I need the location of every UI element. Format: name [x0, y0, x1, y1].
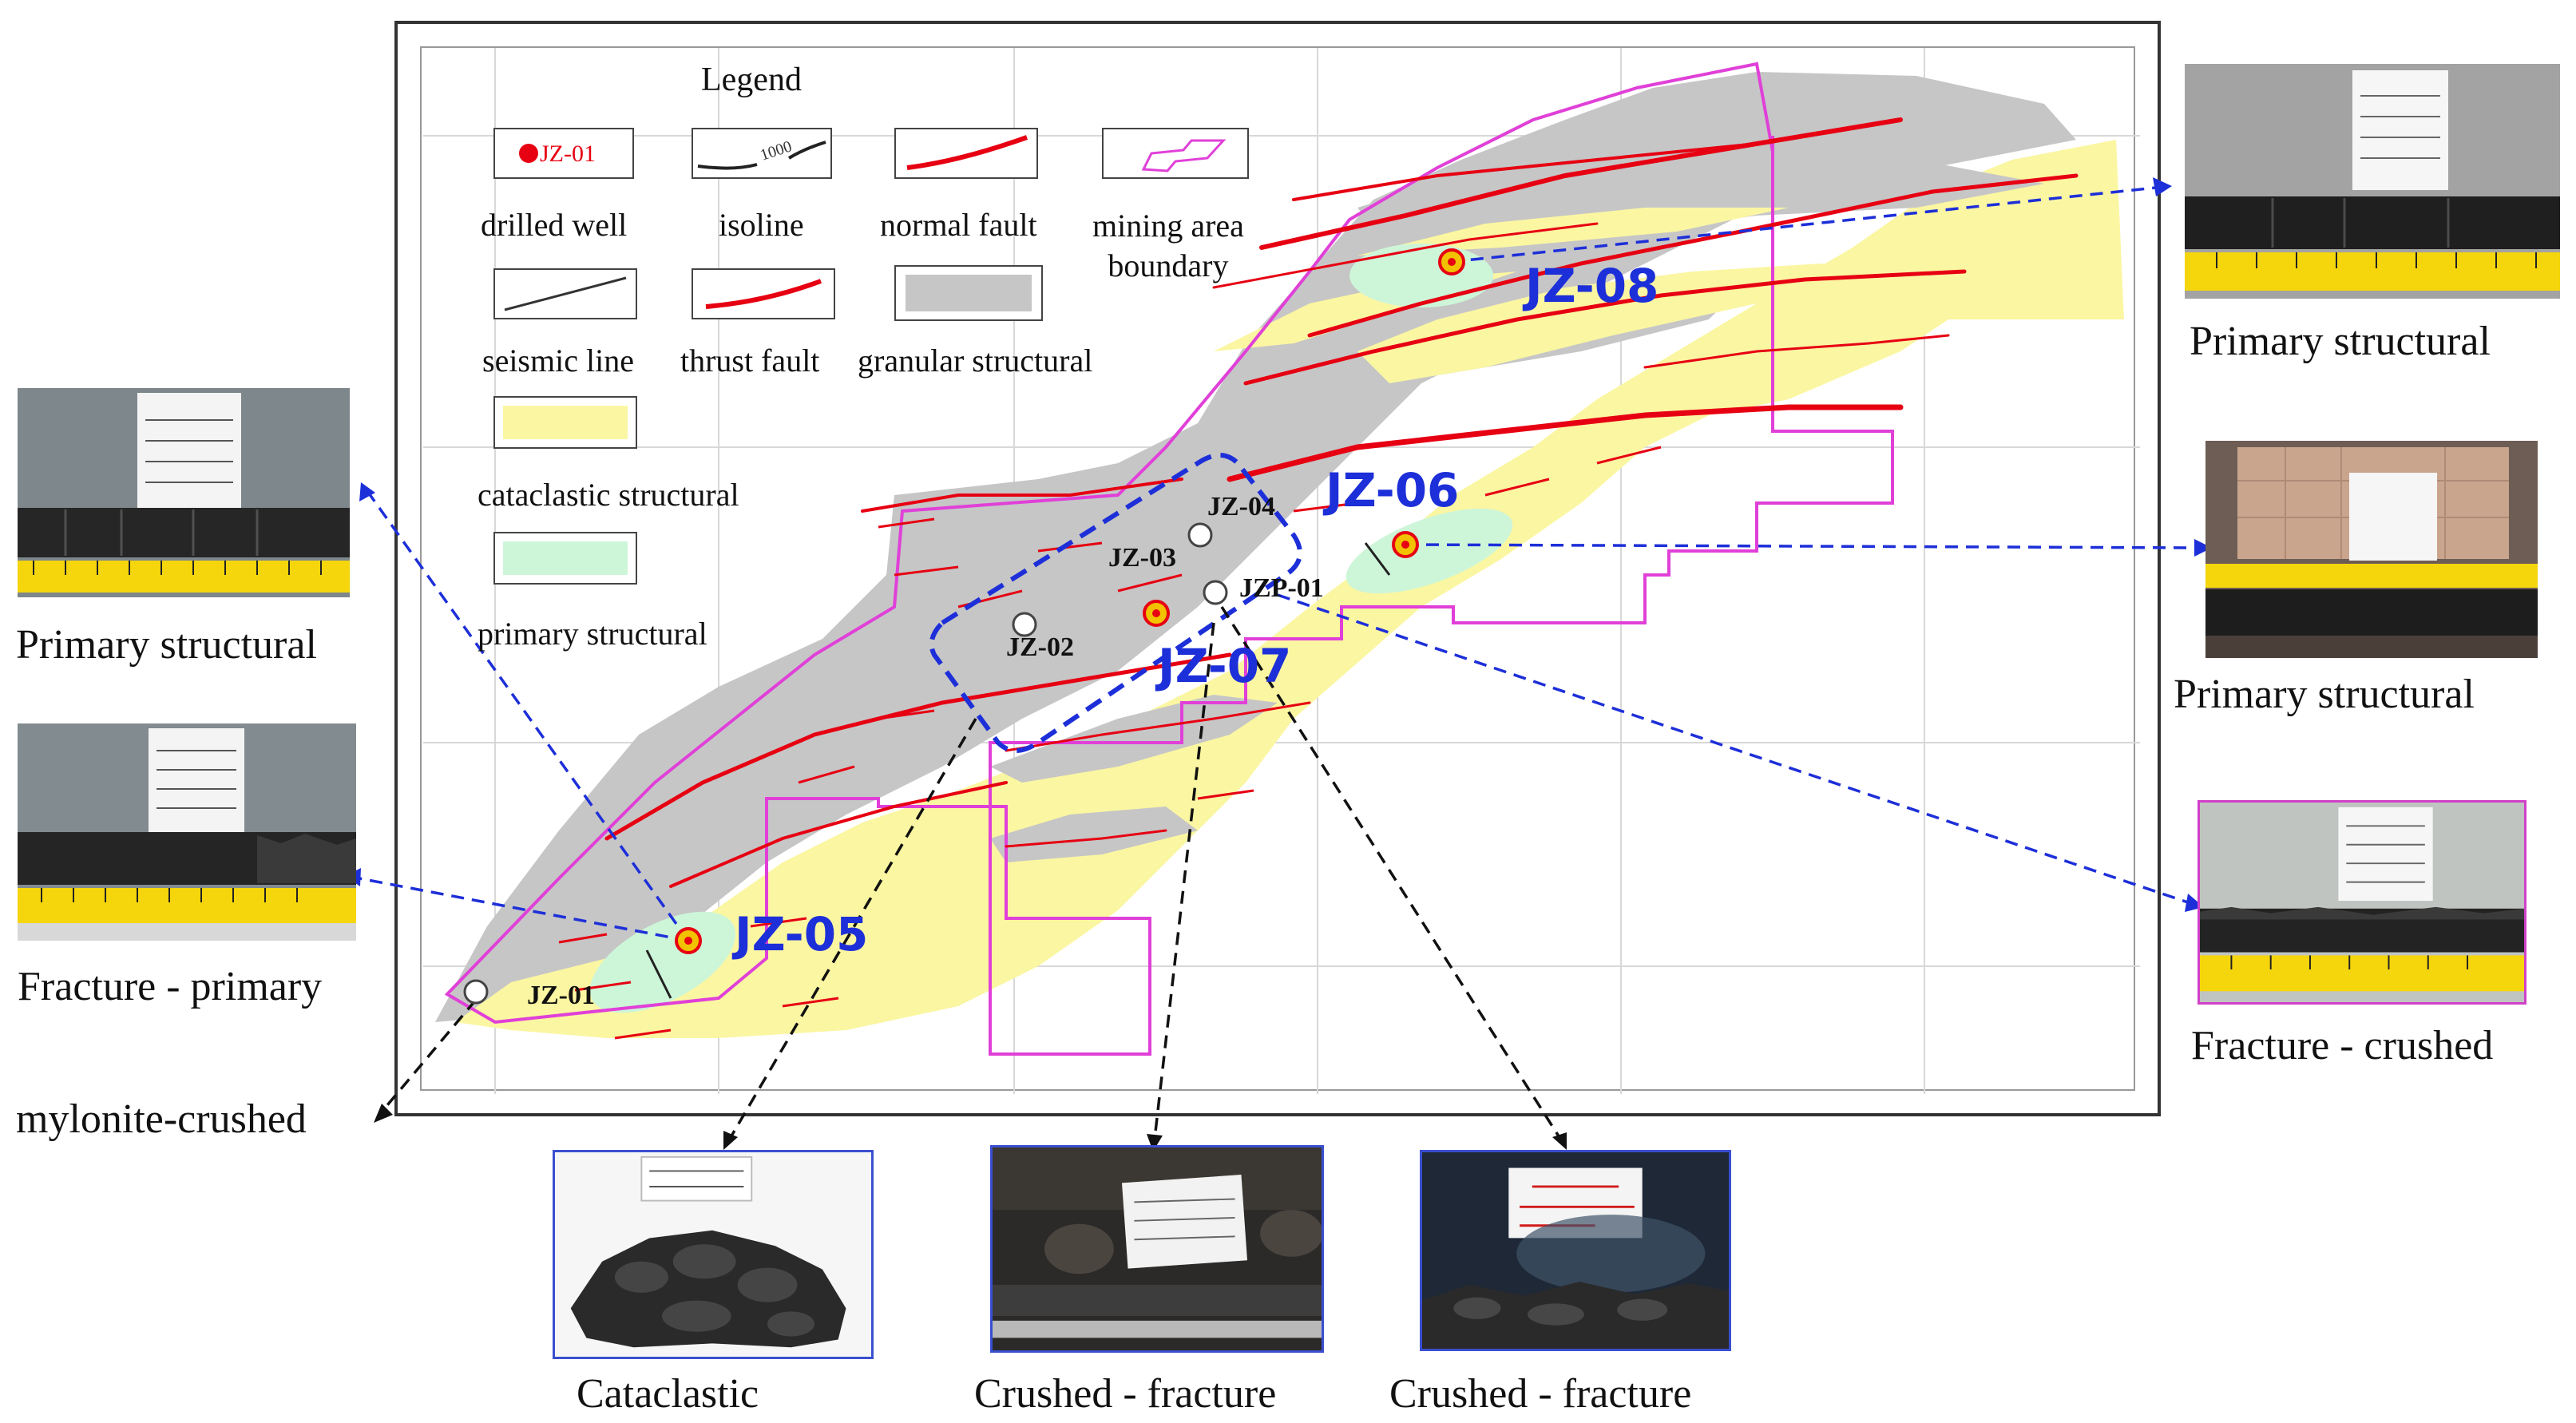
legend-sample-normal-fault — [894, 128, 1038, 179]
legend-sample-drilled-well: JZ-01 — [493, 128, 634, 179]
blue-arrowheads — [345, 177, 2212, 912]
black-connectors — [382, 606, 1562, 1140]
well-label-jzp01: JZP-01 — [1239, 573, 1324, 603]
well-jzp01-marker — [1203, 580, 1228, 605]
legend-title: Legend — [701, 61, 802, 98]
legend-label-normal-fault: normal fault — [880, 207, 1037, 243]
legend-sample-primary — [493, 532, 637, 585]
caption-left-top: Primary structural — [16, 622, 317, 668]
caption-right-top: Primary structural — [2190, 319, 2491, 364]
core-photo-left-top — [18, 388, 350, 597]
well-label-jz05: JZ-05 — [735, 907, 869, 961]
well-jz01-marker — [463, 979, 489, 1005]
legend-sample-thrust-fault — [692, 268, 835, 319]
legend-sample-cataclastic — [493, 396, 637, 449]
core-photo-left-bottom — [18, 723, 356, 941]
legend-label-isoline: isoline — [719, 207, 804, 243]
well-label-jz01: JZ-01 — [527, 981, 595, 1010]
jz07-highlight — [929, 453, 1302, 753]
core-photo-bottom-crushed-1 — [990, 1145, 1324, 1353]
map-inner-frame — [420, 46, 2135, 1091]
core-photo-bottom-crushed-2 — [1420, 1150, 1731, 1351]
drilled-well-icon — [519, 144, 538, 163]
faults — [604, 117, 2079, 888]
legend-label-drilled-well: drilled well — [481, 207, 628, 243]
legend-label-cataclastic: cataclastic structural — [478, 477, 739, 513]
legend-label-thrust-fault: thrust fault — [680, 343, 820, 379]
granular-zone — [435, 72, 2076, 1022]
well-label-jz06: JZ-06 — [1326, 463, 1460, 517]
caption-bottom-cataclastic: Cataclastic — [577, 1371, 759, 1417]
caption-bottom-crushed-2: Crushed - fracture — [1389, 1371, 1692, 1417]
legend-label-mining-boundary: mining area boundary — [1092, 208, 1244, 283]
well-label-jz04: JZ-04 — [1207, 492, 1275, 521]
well-label-jz07: JZ-07 — [1158, 639, 1292, 693]
caption-right-middle: Primary structural — [2174, 672, 2475, 717]
core-photo-bottom-cataclastic — [553, 1150, 874, 1359]
legend-sample-seismic-line — [493, 268, 637, 319]
well-jz02-marker — [1012, 612, 1037, 637]
mining-boundary — [444, 61, 1894, 1056]
legend-sample-mining-boundary — [1102, 128, 1249, 179]
primary-zone-jz08 — [1349, 244, 1493, 307]
caption-left-bottom: Fracture - primary — [18, 964, 323, 1009]
well-label-jz02: JZ-02 — [1006, 632, 1074, 662]
core-photo-right-middle — [2205, 441, 2538, 658]
blue-connectors — [359, 186, 2197, 942]
caption-left-mylonite: mylonite-crushed — [16, 1096, 307, 1142]
caption-bottom-crushed-1: Crushed - fracture — [974, 1371, 1277, 1417]
legend-label-primary: primary structural — [478, 616, 707, 652]
short-faults — [558, 446, 1662, 1040]
legend-label-granular: granular structural — [858, 343, 1093, 379]
well-label-jz08: JZ-08 — [1525, 259, 1659, 313]
well-jz03-marker — [1187, 522, 1213, 548]
caption-right-bottom: Fracture - crushed — [2191, 1023, 2494, 1068]
black-arrowheads — [374, 1104, 1567, 1151]
cataclastic-zone — [455, 140, 2124, 1038]
well-markers — [463, 248, 1465, 1005]
core-photo-right-bottom — [2198, 800, 2526, 1005]
core-photo-right-top — [2185, 64, 2560, 299]
well-label-jz03: JZ-03 — [1108, 543, 1176, 573]
legend-sample-text: JZ-01 — [540, 141, 596, 167]
legend-sample-granular — [894, 265, 1043, 321]
legend-sample-isoline: 1000 — [692, 128, 832, 179]
legend-label-seismic-line: seismic line — [482, 343, 634, 379]
